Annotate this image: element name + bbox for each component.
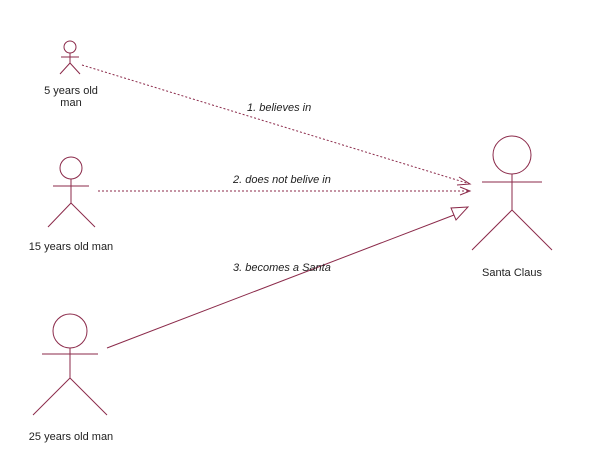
actor-15-years-old-figure[interactable]	[47, 156, 96, 228]
actor-15-years-old-label: 15 years old man	[28, 241, 114, 253]
relation-3-connector[interactable]	[106, 206, 470, 349]
relation-1-connector[interactable]	[81, 64, 472, 186]
actor-25-years-old-label: 25 years old man	[28, 431, 114, 443]
actor-santa-claus-label: Santa Claus	[482, 267, 542, 279]
relation-2-connector[interactable]	[98, 186, 472, 196]
actor-25-years-old-figure[interactable]	[32, 313, 108, 416]
relation-3-label: 3. becomes a Santa	[233, 262, 331, 274]
actor-santa-claus-figure[interactable]	[471, 135, 553, 251]
actor-5-years-old-figure[interactable]	[59, 40, 81, 75]
relation-2-label: 2. does not belive in	[233, 174, 331, 186]
actor-5-years-old-label: 5 years old man	[44, 85, 98, 109]
relation-1-label: 1. believes in	[247, 102, 312, 114]
